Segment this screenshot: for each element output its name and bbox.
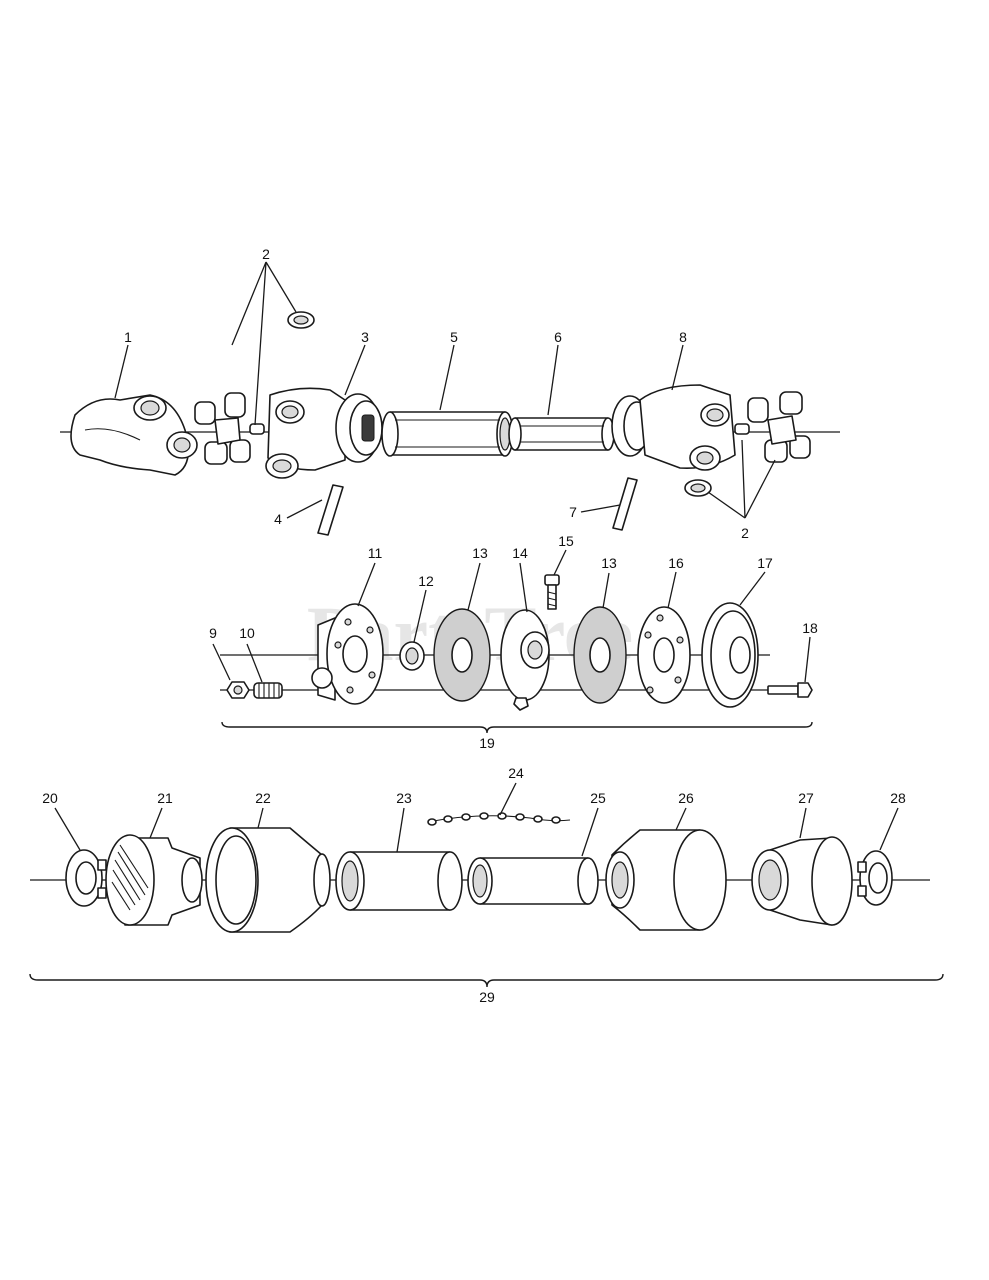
guard-cup-part-22 bbox=[205, 827, 331, 933]
leader-5 bbox=[439, 344, 455, 411]
callout-3: 3 bbox=[361, 329, 369, 345]
callout-8: 8 bbox=[679, 329, 687, 345]
callout-24: 24 bbox=[508, 765, 524, 781]
leader-4 bbox=[286, 499, 323, 519]
yoke-part-8 bbox=[611, 384, 750, 497]
callout-1: 1 bbox=[124, 329, 132, 345]
callout-9: 9 bbox=[209, 625, 217, 641]
nut-part-9 bbox=[226, 681, 250, 699]
callout-12: 12 bbox=[418, 573, 434, 589]
callout-7: 7 bbox=[569, 504, 577, 520]
leader-7 bbox=[580, 504, 621, 513]
leader-10 bbox=[246, 643, 263, 683]
callout-14: 14 bbox=[512, 545, 528, 561]
leader-28 bbox=[879, 807, 899, 851]
leader-2b bbox=[707, 439, 776, 519]
leader-13b bbox=[602, 572, 610, 609]
hub-part-14 bbox=[500, 609, 550, 711]
callout-10: 10 bbox=[239, 625, 255, 641]
callout-4: 4 bbox=[274, 511, 282, 527]
callout-29: 29 bbox=[479, 989, 495, 1005]
leader-8 bbox=[671, 344, 684, 391]
bearing-ring-part-28 bbox=[857, 850, 893, 906]
inner-yoke-part-3 bbox=[265, 387, 383, 479]
callout-6: 6 bbox=[554, 329, 562, 345]
leader-6 bbox=[547, 344, 559, 416]
guard-cone-part-21 bbox=[105, 834, 203, 926]
safety-chain-part-24 bbox=[427, 812, 571, 826]
leader-25 bbox=[581, 807, 599, 857]
callout-2b: 2 bbox=[741, 525, 749, 541]
leader-27 bbox=[799, 807, 807, 839]
callout-11: 11 bbox=[368, 545, 383, 561]
callout-18: 18 bbox=[802, 620, 818, 636]
spring-part-10 bbox=[253, 682, 283, 699]
plate-part-16 bbox=[637, 606, 691, 704]
leader-9 bbox=[212, 643, 231, 681]
leader-13a bbox=[467, 562, 481, 611]
bolt-part-18 bbox=[767, 682, 813, 698]
callout-2a: 2 bbox=[262, 246, 270, 262]
yoke-part-1 bbox=[70, 394, 198, 476]
guard-cone-part-27 bbox=[751, 836, 853, 926]
cross-journal-right bbox=[747, 391, 811, 463]
leader-26 bbox=[675, 807, 687, 831]
callout-21: 21 bbox=[157, 790, 173, 806]
leader-15 bbox=[553, 549, 567, 576]
callout-17: 17 bbox=[757, 555, 773, 571]
callout-20: 20 bbox=[42, 790, 58, 806]
leader-17 bbox=[739, 571, 766, 606]
callout-28: 28 bbox=[890, 790, 906, 806]
friction-disc-part-13b bbox=[573, 606, 627, 704]
inner-tube-part-6 bbox=[508, 417, 615, 451]
callout-13a: 13 bbox=[472, 545, 488, 561]
friction-disc-part-13a bbox=[433, 608, 491, 702]
leader-22 bbox=[257, 807, 264, 829]
callout-23: 23 bbox=[396, 790, 412, 806]
inner-guard-tube-part-25 bbox=[467, 857, 599, 905]
leader-24 bbox=[499, 782, 517, 816]
leader-23 bbox=[396, 807, 405, 853]
assembly-brace-29 bbox=[29, 973, 944, 988]
leader-20 bbox=[54, 807, 81, 851]
leader-12 bbox=[413, 589, 427, 643]
cover-part-17 bbox=[701, 602, 759, 708]
outer-tube-part-5 bbox=[381, 411, 514, 457]
guard-cup-part-26 bbox=[605, 829, 727, 931]
callout-27: 27 bbox=[798, 790, 814, 806]
callout-26: 26 bbox=[678, 790, 694, 806]
outer-guard-tube-part-23 bbox=[335, 851, 463, 911]
leader-2a bbox=[231, 261, 297, 426]
roll-pin-part-4 bbox=[317, 484, 344, 536]
leader-1 bbox=[114, 344, 129, 399]
callout-22: 22 bbox=[255, 790, 271, 806]
leader-3 bbox=[344, 344, 366, 396]
callout-5: 5 bbox=[450, 329, 458, 345]
callout-13b: 13 bbox=[601, 555, 617, 571]
leader-18 bbox=[804, 636, 811, 683]
flange-yoke-part-11 bbox=[311, 603, 384, 705]
bearing-ring-part-20 bbox=[65, 849, 107, 907]
leader-11 bbox=[357, 562, 376, 607]
callout-25: 25 bbox=[590, 790, 606, 806]
callout-19: 19 bbox=[479, 735, 495, 751]
cross-journal-left bbox=[194, 311, 315, 465]
leader-16 bbox=[667, 571, 677, 609]
leader-21 bbox=[149, 807, 163, 839]
leader-14 bbox=[519, 562, 528, 613]
assembly-brace-19 bbox=[221, 721, 813, 734]
bushing-part-12 bbox=[399, 641, 425, 671]
bolt-part-15 bbox=[544, 574, 560, 610]
callout-15: 15 bbox=[558, 533, 574, 549]
roll-pin-part-7 bbox=[612, 477, 638, 531]
callout-16: 16 bbox=[668, 555, 684, 571]
